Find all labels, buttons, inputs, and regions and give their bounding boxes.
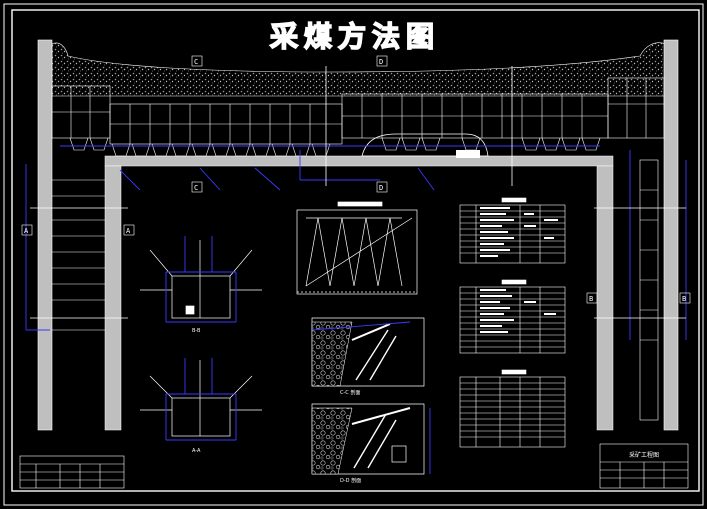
table-1-cells	[480, 207, 558, 257]
machine-box	[456, 150, 480, 158]
drawing-frame-outer	[3, 3, 704, 506]
machine-chamber	[361, 133, 489, 157]
section-view-a	[140, 360, 262, 437]
right-roadway-leg	[596, 165, 614, 431]
label-d-bottom: D	[379, 184, 383, 192]
table-3	[459, 369, 566, 448]
table-2-cells	[480, 289, 556, 333]
drawing-title: 采煤方法图	[270, 20, 440, 53]
stope-blocks-right	[341, 77, 665, 139]
left-pillar	[37, 39, 53, 431]
caption-a-section: A-A	[192, 448, 201, 454]
caption-c-section: C-C 剖面	[340, 389, 360, 396]
right-raise-ladder	[639, 159, 659, 421]
right-pillar	[663, 39, 679, 431]
drawpoint-row	[69, 137, 601, 157]
title-block-name: 采矿工程图	[629, 451, 659, 459]
label-b-right: B	[682, 295, 686, 303]
section-view-a-dims	[165, 358, 237, 441]
label-b-left: B	[589, 295, 593, 303]
caption-d-section: D-D 剖面	[340, 477, 361, 484]
label-c-top: C	[194, 58, 198, 66]
drawing-frame-inner	[11, 9, 700, 492]
table-2	[459, 279, 566, 354]
caption-b-section: B-B	[192, 328, 201, 334]
legend-table	[19, 455, 125, 489]
label-c-bottom: C	[194, 184, 198, 192]
overburden-rock	[51, 42, 667, 97]
label-a-left: A	[24, 227, 29, 235]
section-view-d	[311, 403, 431, 475]
title-block	[599, 443, 689, 489]
label-d-top: D	[379, 58, 383, 66]
stope-blocks-left	[51, 85, 343, 145]
left-roadway-leg	[104, 165, 122, 431]
dimension-lines-upper	[25, 145, 687, 340]
section-view-b	[140, 240, 262, 319]
sequence-diagram	[296, 201, 418, 295]
label-a-right: A	[126, 227, 131, 235]
section-view-b-dims	[165, 236, 237, 323]
upper-roadway	[104, 155, 614, 167]
table-1	[459, 197, 566, 264]
left-raise-rungs	[52, 179, 105, 331]
section-view-c	[311, 317, 425, 387]
section-labels: C D C D A A B B	[21, 55, 691, 304]
